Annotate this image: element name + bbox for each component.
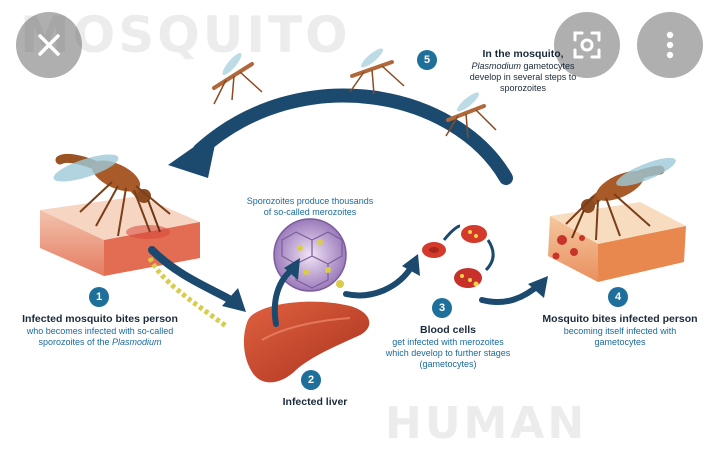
step-1-sporozoites: sporozoites of the <box>38 336 112 347</box>
step-4-title: Mosquito bites infected person <box>542 313 698 325</box>
callout-text: Sporozoites produce thousands of so-call… <box>228 196 392 218</box>
more-vertical-icon <box>666 31 674 59</box>
return-arrow <box>168 88 513 185</box>
close-button[interactable] <box>16 12 82 78</box>
step-3-text: Blood cells get infected with merozoites… <box>368 324 528 370</box>
arrowhead-callout <box>284 258 300 280</box>
step-5-desc-line3: sporozoites <box>499 82 547 93</box>
step-5-plasmodium: Plasmodium <box>471 60 521 71</box>
step-5-desc-line2: develop in several steps to <box>469 71 577 82</box>
callout-line1: Sporozoites produce thousands <box>246 196 374 206</box>
step-5-text: In the mosquito, Plasmodium gametocytes … <box>448 48 598 94</box>
step-3-desc-line1: get infected with merozoites <box>392 336 504 347</box>
step-3-title: Blood cells <box>419 324 476 336</box>
step-2-badge: 2 <box>301 370 321 390</box>
arrowhead-blood <box>402 254 420 276</box>
step-5-title: In the mosquito, <box>482 48 564 60</box>
step-1-desc-line1: who becomes infected with so-called <box>26 325 174 336</box>
callout-line2: of so-called merozoites <box>263 206 357 217</box>
flying-mosquito-1 <box>212 52 263 105</box>
mosquito-left <box>53 154 171 237</box>
lens-scan-icon <box>573 31 601 59</box>
flying-mosquito-3 <box>445 92 497 139</box>
step-4-desc-line2: gametocytes <box>594 336 646 347</box>
mosquito-right <box>565 157 676 241</box>
step-4-desc-line1: becoming itself infected with <box>563 325 677 336</box>
step-3-badge: 3 <box>432 298 452 318</box>
step-1-plasmodium: Plasmodium <box>112 336 162 347</box>
blood-cells <box>422 224 495 288</box>
arrowhead-right-skin <box>528 276 548 298</box>
step-5-gametocytes: gametocytes <box>521 60 575 71</box>
step-5-desc-line1: Plasmodium gametocytes <box>448 61 598 72</box>
skin-block-right <box>548 202 686 282</box>
close-icon <box>38 34 60 56</box>
arrow-to-blood <box>343 263 415 299</box>
step-4-badge: 4 <box>608 287 628 307</box>
arrow-to-liver <box>147 246 246 329</box>
step-1-badge: 1 <box>89 287 109 307</box>
step-4-text: Mosquito bites infected person becoming … <box>530 313 710 348</box>
step-2-text: Infected liver <box>260 396 370 409</box>
flying-mosquito-2 <box>349 48 405 95</box>
step-3-desc-line2: which develop to further stages <box>385 347 511 358</box>
more-options-button[interactable] <box>637 12 703 78</box>
skin-block-left <box>40 196 200 276</box>
step-1-text: Infected mosquito bites person who becom… <box>0 313 200 348</box>
step-5-badge: 5 <box>417 50 437 70</box>
lens-button[interactable] <box>554 12 620 78</box>
step-1-title: Infected mosquito bites person <box>22 313 178 325</box>
step-1-desc-line2: sporozoites of the Plasmodium <box>0 337 200 348</box>
step-2-title: Infected liver <box>282 396 348 408</box>
step-3-desc-line3: (gametocytes) <box>419 358 477 369</box>
life-cycle-illustration <box>40 48 686 383</box>
